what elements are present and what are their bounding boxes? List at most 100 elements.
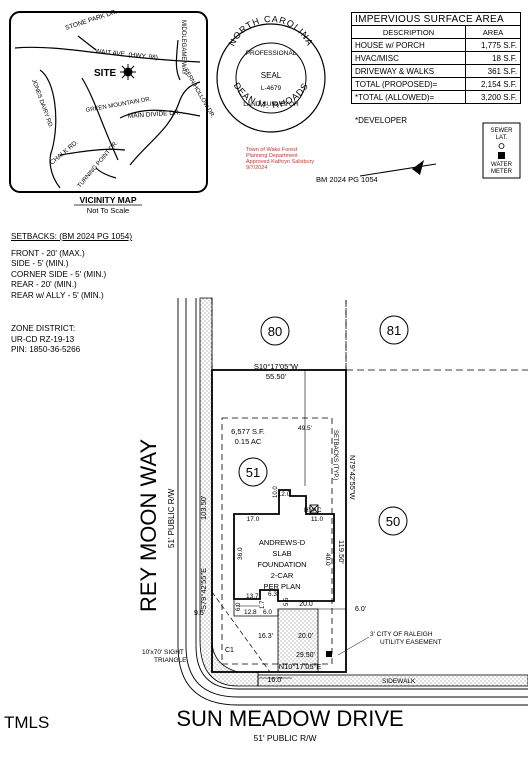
dim-9-5: 9.5' — [194, 610, 205, 617]
mls-watermark: TMLS — [4, 713, 49, 732]
vicinity-map: STONE PARK DR. WAIT AVE. (HWY. 98) MIDDL… — [9, 8, 216, 215]
road-middlegame: MIDDLEGAME WAY — [180, 20, 186, 75]
bearing-left: S79°42'55"E — [199, 568, 208, 610]
legend-water-1: WATER — [491, 162, 513, 168]
curve-c1: C1 — [225, 647, 234, 654]
stamp-line-4: 9/7/2024 — [246, 165, 267, 171]
bearing-bottom: N10°17'05"E — [279, 662, 322, 671]
road-wait-ave: WAIT AVE. (HWY. 98) — [95, 48, 158, 62]
dim-13-7: 13.7 — [246, 593, 259, 600]
hvac-label: HVAC — [304, 507, 322, 514]
sight-triangle — [211, 590, 271, 673]
zone-line-3: PIN: 1850-36-5266 — [11, 345, 81, 355]
dim-40: 40.0 — [324, 553, 331, 566]
easement-2: UTILITY EASEMENT — [380, 639, 442, 646]
lot-81-number: 81 — [387, 323, 401, 338]
table-row: TOTAL (PROPOSED)= 2,154 S.F. — [350, 77, 521, 91]
sidewalk-label: SIDEWALK — [382, 678, 416, 685]
road-main-divide: MAIN DIVIDE DR. — [128, 109, 181, 120]
dim-6-0b: 6.0 — [263, 609, 272, 616]
driveway — [277, 608, 319, 673]
road-turning-point: TURNING POINT DR. — [77, 140, 120, 189]
seal-word: SEAL — [261, 71, 282, 80]
header-area: AREA — [465, 25, 521, 39]
dim-17: 17.0 — [247, 516, 260, 523]
dim-6-0a: 6.0 — [236, 602, 242, 611]
house-line-1: ANDREWS-D — [259, 538, 306, 547]
house-footprint — [233, 489, 335, 602]
bearing-top: S10°17'05"W — [254, 362, 299, 371]
setback-rear-alley: REAR w/ ALLY - 5' (MIN.) — [11, 290, 104, 300]
house-line-4: 2-CAR — [271, 571, 294, 580]
adjacent-lot-lines — [211, 298, 528, 371]
legend-sewer-2: LAT. — [496, 135, 508, 141]
legend-sewer-1: SEWER — [490, 128, 513, 134]
setback-corner-side: CORNER SIDE - 5' (MIN.) — [11, 269, 107, 279]
zone-line-2: UR-CD RZ-19-13 — [11, 334, 75, 344]
row-desc: TOTAL (PROPOSED)= — [350, 77, 467, 91]
dim-36: 36.0 — [237, 547, 244, 560]
house-line-5: PER PLAN — [263, 582, 300, 591]
dim-6-3: 6.3 — [268, 591, 277, 598]
legend-water-2: METER — [491, 169, 513, 175]
water-meter-icon — [498, 152, 505, 159]
impervious-title: IMPERVIOUS SURFACE AREA — [351, 12, 521, 26]
zone-block: ZONE DISTRICT: UR-CD RZ-19-13 PIN: 1850-… — [11, 324, 80, 356]
seal-land-surveyor: LAND SURVEYOR — [243, 101, 299, 108]
house-line-2: SLAB — [272, 549, 291, 558]
dim-16-3: 16.3' — [258, 633, 273, 640]
vicinity-roads — [14, 35, 201, 189]
water-meter-symbol — [326, 651, 332, 657]
dim-49-5: 49.5' — [298, 425, 312, 432]
site-plan: 80 81 51 50 S10°17'05"W 55.50' 6,577 S.F… — [136, 297, 528, 743]
row-desc: DRIVEWAY & WALKS — [350, 64, 467, 78]
dim-6-0c: 6.0' — [355, 606, 366, 613]
stamp-line-2: Planning Department — [246, 153, 298, 159]
table-row: DRIVEWAY & WALKS 361 S.F. — [350, 64, 521, 78]
row-area: 361 S.F. — [465, 64, 521, 78]
table-row: *TOTAL (ALLOWED)= 3,200 S.F. — [350, 90, 521, 104]
street-sun-meadow: SUN MEADOW DRIVE — [176, 706, 403, 731]
sidewalk-bottom — [257, 674, 528, 687]
vicinity-map-frame — [9, 11, 208, 193]
dim-16-0: 16.0' — [268, 677, 283, 684]
setback-front: FRONT - 20' (MAX.) — [11, 248, 85, 258]
sewer-lateral-icon — [498, 143, 505, 149]
setbacks-block: SETBACKS: (BM 2024 PG 1054) FRONT - 20' … — [11, 232, 132, 302]
lot-51-number: 51 — [246, 465, 260, 480]
easement-1: 3' CITY OF RALEIGH — [370, 631, 433, 638]
lot-area-sf: 6,577 S.F. — [231, 427, 265, 436]
setback-line — [221, 417, 333, 665]
dim-29-5: 29.50' — [296, 652, 315, 659]
row-area: 18 S.F. — [465, 51, 521, 65]
stamp-line-1: Town of Wake Forest — [246, 147, 298, 153]
distance-left: 103.50' — [199, 495, 208, 520]
house-line-3: FOUNDATION — [257, 560, 306, 569]
surveyor-seal: NORTH CAROLINA DEAN M. RHOADS PROFESSION… — [216, 14, 326, 133]
row-desc: HVAC/MISC — [350, 51, 467, 65]
setbacks-typ: SETBACKS (TYP.) — [332, 430, 338, 480]
sidewalk-left — [199, 297, 259, 687]
row-desc: *TOTAL (ALLOWED)= — [350, 90, 467, 104]
row-left: 51' PUBLIC R/W — [167, 488, 176, 548]
setbacks-title: SETBACKS: (BM 2024 PG 1054) — [11, 232, 133, 241]
lot-51-circle — [238, 457, 268, 487]
site-label: SITE — [94, 68, 117, 79]
vicinity-map-title: VICINITY MAP — [80, 195, 137, 205]
site-marker-icon — [120, 64, 136, 80]
row-desc: HOUSE w/ PORCH — [350, 38, 467, 52]
dim-5-5: 5.5 — [284, 597, 290, 606]
setback-rear: REAR - 20' (MIN.) — [11, 280, 77, 290]
hvac-pad — [309, 504, 319, 514]
table-row: HOUSE w/ PORCH 1,775 S.F. — [350, 38, 521, 52]
lot-50-circle — [378, 506, 408, 536]
approval-stamp: Town of Wake Forest Planning Department … — [246, 147, 314, 171]
dim-12: 12.0 — [278, 491, 291, 498]
sight-label-1: 10'x70' SIGHT — [142, 649, 184, 656]
dim-10: 10.0 — [273, 486, 279, 498]
distance-top: 55.50' — [266, 372, 287, 381]
row-bottom: 51' PUBLIC R/W — [253, 733, 316, 743]
lot-50-number: 50 — [386, 514, 400, 529]
dim-20-0b: 20.0' — [298, 633, 313, 640]
